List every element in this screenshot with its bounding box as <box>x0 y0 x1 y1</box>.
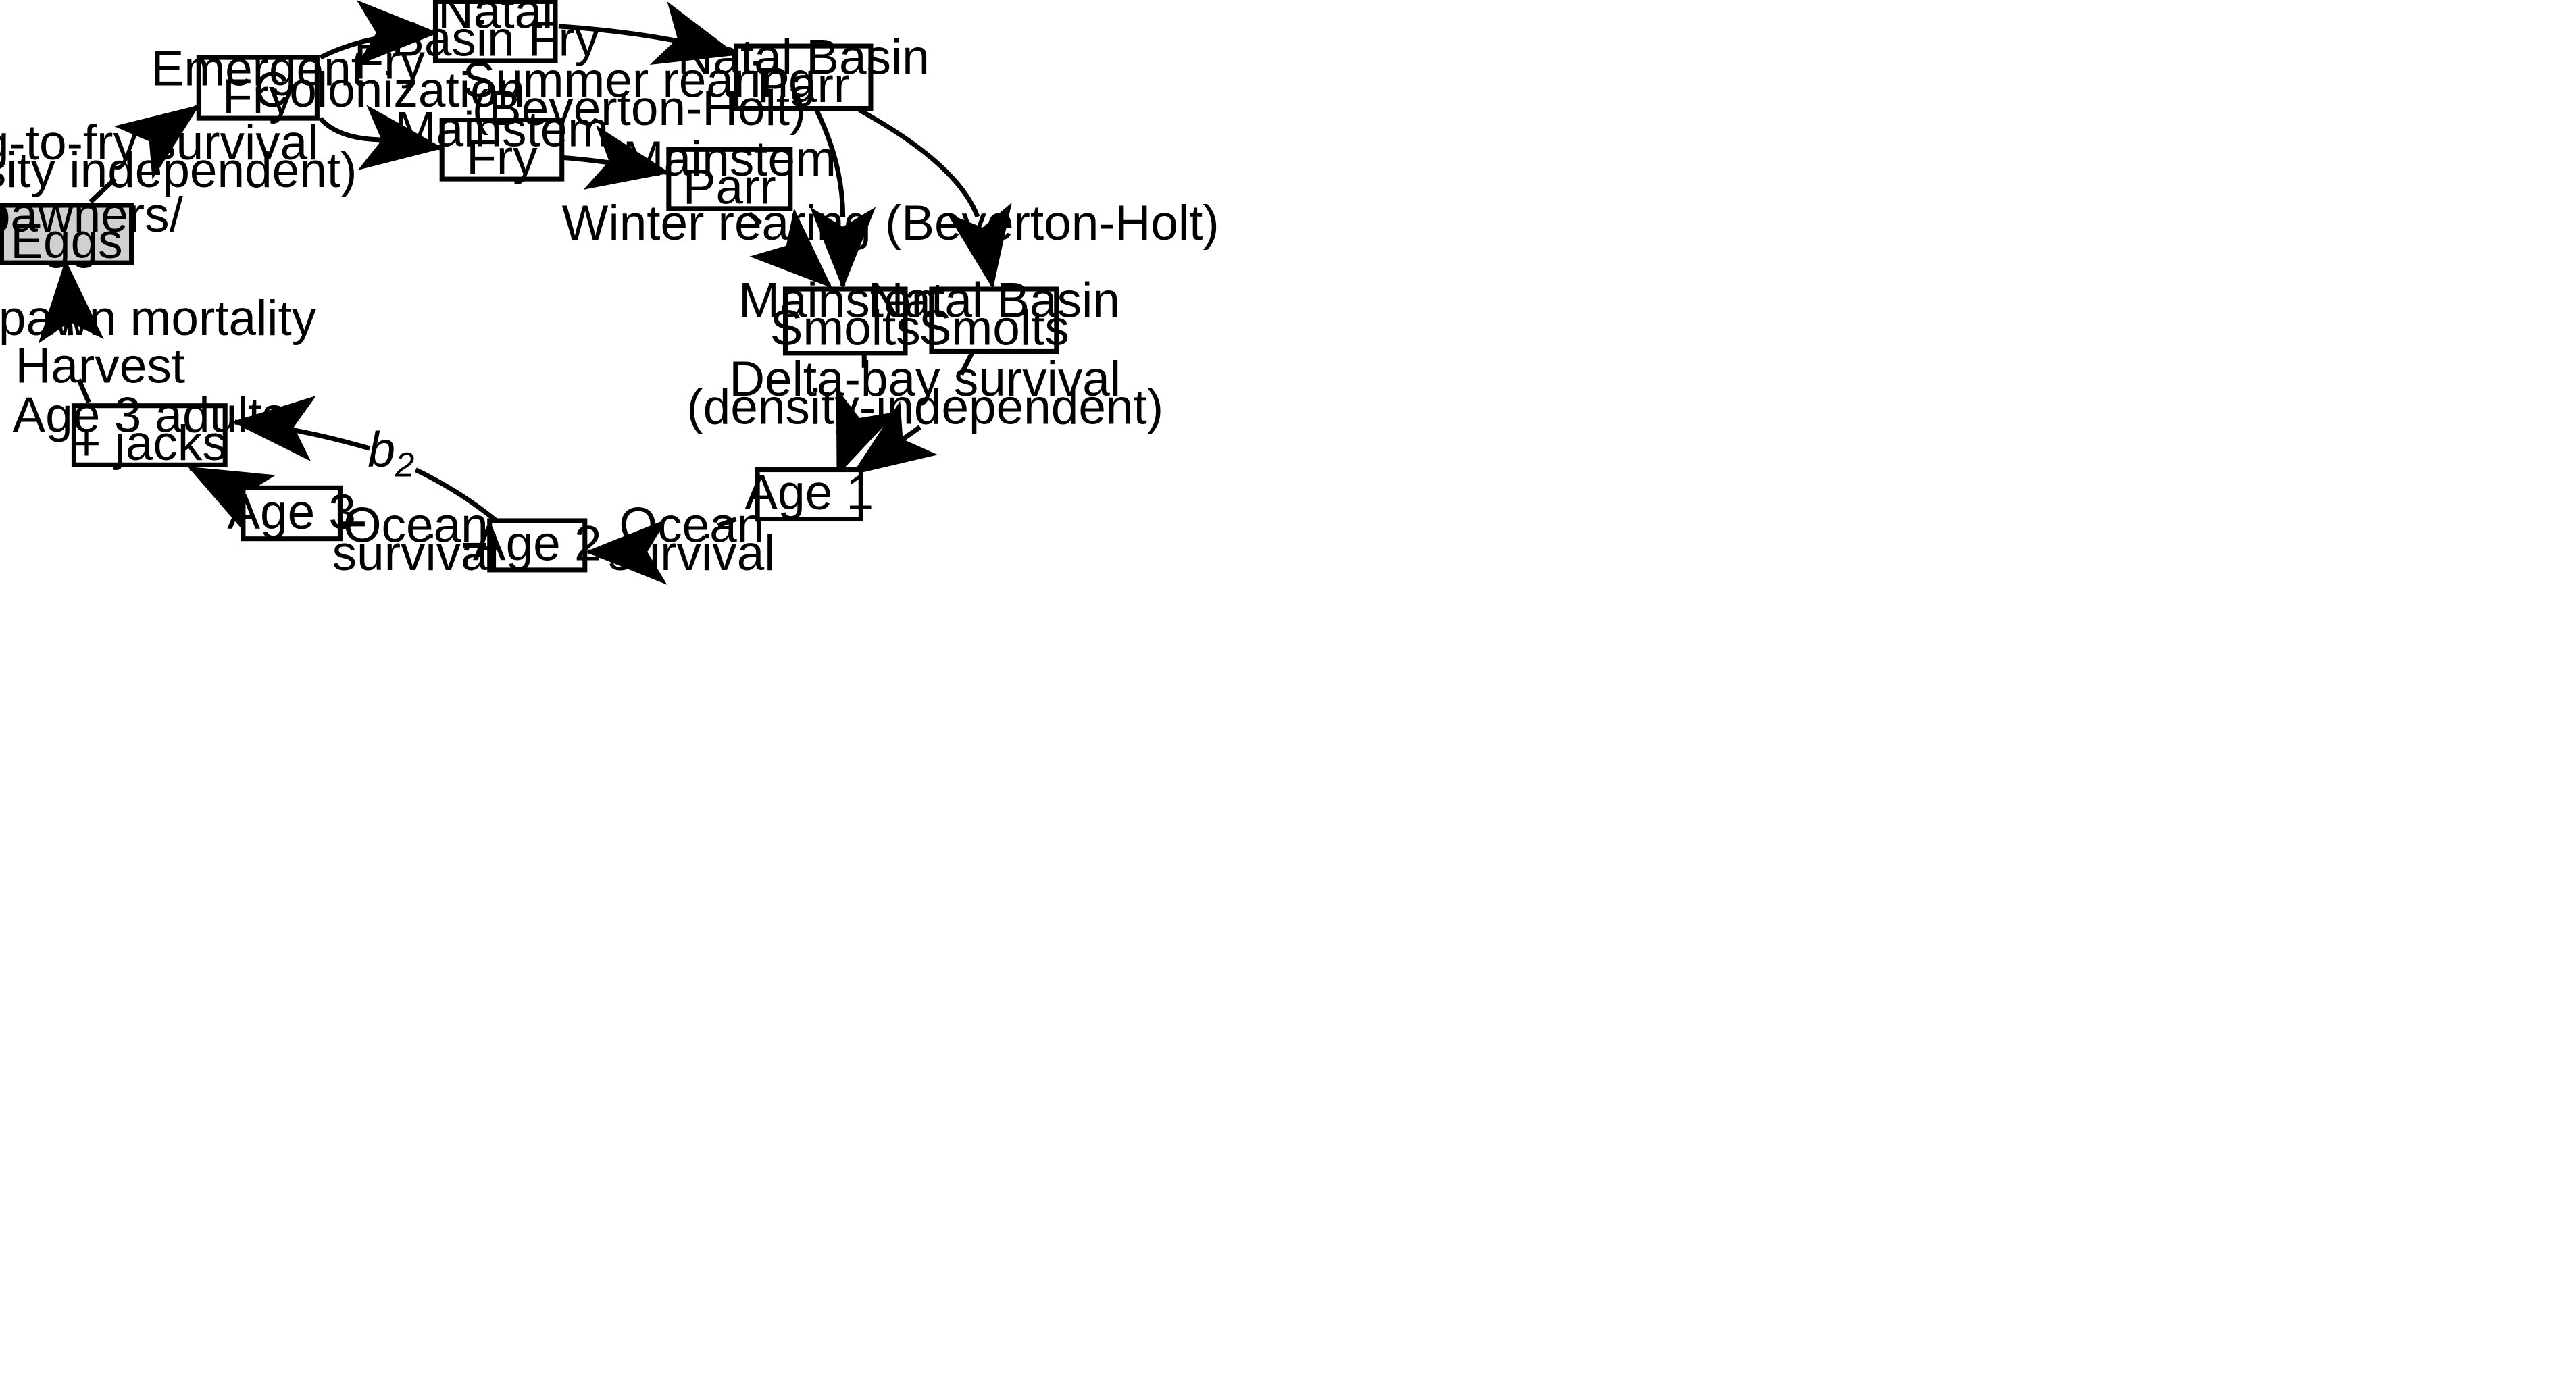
node-natal-basin-smolts: Natal Basin Smolts <box>868 273 1120 355</box>
label-ocean-survival-left-line2: survival <box>332 526 499 581</box>
node-mainstem-fry: Mainstem Fry <box>395 102 609 184</box>
label-harvest: Harvest <box>16 339 185 394</box>
node-age1-label: Age 1 <box>744 465 874 520</box>
node-natal-basin-parr-line1: Natal Basin <box>678 30 930 84</box>
node-mainstem-parr-line2: Parr <box>683 160 776 215</box>
node-spawners-line1: Spawners/ <box>0 188 184 242</box>
node-age3-adults: Age 3 adults + jacks <box>13 388 287 471</box>
node-age3-adults-line2: + jacks <box>72 416 227 471</box>
node-age1: Age 1 <box>744 465 874 522</box>
node-mainstem-smolts: Mainstem Smolts <box>738 273 952 355</box>
label-ocean-survival-right-line1: Ocean <box>619 498 764 553</box>
label-b2-sub: 2 <box>395 445 414 484</box>
node-natal-basin-parr: Natal Basin Parr <box>678 30 930 112</box>
node-spawners-eggs: Spawners/ Eggs <box>0 188 184 269</box>
node-natal-basin-parr-line2: Parr <box>757 58 850 113</box>
node-age2: Age 2 <box>473 516 602 573</box>
label-b2: b2 <box>368 423 414 484</box>
nodes: Spawners/ Eggs Emergent Fry Natal Basin … <box>0 0 1120 573</box>
node-mainstem-smolts-line2: Smolts <box>770 301 921 356</box>
node-mainstem-fry-line1: Mainstem <box>395 102 609 157</box>
node-emergent-fry-line2: Fry <box>222 70 294 124</box>
label-fry-colonization-line2: Colonization <box>254 63 526 118</box>
label-ocean-survival-right-line2: survival <box>608 526 775 581</box>
node-age3-adults-line1: Age 3 adults <box>13 388 287 443</box>
edge-emergent-fry-to-natal-basin-fry <box>319 0 439 66</box>
label-winter-rearing: Winter rearing (Beverton-Holt) <box>562 196 1219 251</box>
edge-age2-to-age3 <box>341 521 486 548</box>
node-natal-basin-fry: Natal Basin Fry <box>391 0 600 67</box>
node-mainstem-parr-line1: Mainstem <box>623 132 836 186</box>
edge-age1-to-age2 <box>588 519 737 552</box>
node-natal-basin-smolts-line1: Natal Basin <box>868 273 1120 328</box>
label-pre-spawn-mortality: Pre-spawn mortality <box>0 291 317 346</box>
node-mainstem-smolts-line1: Mainstem <box>738 273 952 328</box>
edge-natal-basin-parr-to-mainstem-smolts <box>817 109 843 286</box>
node-natal-basin-smolts-line2: Smolts <box>919 301 1069 356</box>
node-emergent-fry-line1: Emergent <box>151 41 365 96</box>
node-emergent-fry: Emergent Fry <box>151 41 365 124</box>
node-natal-basin-fry-line2: Basin Fry <box>391 12 600 67</box>
label-egg-to-fry-line2: (density independent) <box>0 143 357 198</box>
label-egg-to-fry-line1: Egg-to-fry survival <box>0 115 318 170</box>
edges <box>66 0 992 552</box>
node-mainstem-parr: Mainstem Parr <box>623 132 836 214</box>
label-ocean-survival-left-line1: Ocean <box>343 498 488 553</box>
node-age2-label: Age 2 <box>473 516 602 571</box>
edge-labels: Egg-to-fry survival (density independent… <box>0 35 1219 581</box>
edge-mainstem-fry-to-mainstem-parr <box>563 125 671 190</box>
edge-natal-basin-fry-to-natal-basin-parr <box>558 1 738 66</box>
edge-age2-to-age3-adults <box>235 422 498 523</box>
node-age3-label: Age 3 <box>227 485 356 540</box>
node-spawners-line2: Eggs <box>10 214 122 269</box>
edge-natal-basin-parr-to-natal-basin-smolts <box>858 107 992 286</box>
label-fry-colonization-line1: Fry <box>354 35 426 90</box>
label-delta-bay-line1: Delta-bay survival <box>729 352 1121 407</box>
label-summer-rearing-line2: (Beverton-Holt) <box>472 81 807 136</box>
label-b2-base: b <box>368 423 395 477</box>
edge-emergent-fry-to-mainstem-fry <box>318 105 444 170</box>
label-summer-rearing-line1: Summer rearing <box>463 53 816 107</box>
node-age3: Age 3 <box>227 485 356 542</box>
label-delta-bay-line2: (density-independent) <box>686 380 1163 434</box>
node-mainstem-fry-line2: Fry <box>466 130 538 185</box>
edge-natal-basin-smolts-to-age1 <box>855 350 975 473</box>
node-natal-basin-fry-line1: Natal <box>438 0 553 38</box>
edge-age3-adults-to-spawners <box>66 263 89 404</box>
edge-age3-to-age3-adults <box>187 465 276 534</box>
